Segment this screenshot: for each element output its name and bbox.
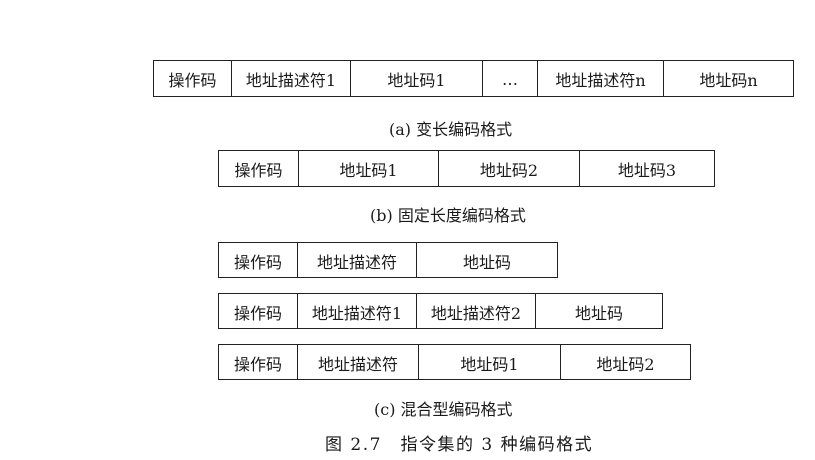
address-code-field: 地址码2 (439, 151, 580, 186)
address-descriptor-field: 地址描述符1 (232, 61, 351, 96)
hybrid-format-row-3: 操作码 地址描述符 地址码1 地址码2 (218, 344, 691, 380)
address-descriptor-field: 地址描述符1 (298, 294, 417, 328)
caption-variable-length: (a) 变长编码格式 (389, 120, 513, 139)
ellipsis-field: … (483, 61, 538, 96)
address-code-field: 地址码 (574, 303, 623, 323)
address-code-field: 地址码 (462, 252, 511, 272)
address-code-field: 地址码2 (596, 354, 655, 374)
caption-hybrid: (c) 混合型编码格式 (374, 400, 513, 419)
hybrid-format-row-2: 操作码 地址描述符1 地址描述符2 地址码 (218, 293, 663, 329)
address-code-field: 地址码1 (351, 61, 483, 96)
opcode-field: 操作码 (219, 345, 298, 379)
address-code-field: 地址码3 (617, 161, 677, 180)
address-descriptor-field: 地址描述符 (298, 345, 419, 379)
opcode-field: 操作码 (219, 151, 299, 186)
opcode-field: 操作码 (219, 294, 298, 328)
caption-fixed-length: (b) 固定长度编码格式 (370, 206, 526, 225)
address-descriptor-n-field: 地址描述符n (538, 61, 664, 96)
variable-length-format-row: 操作码 地址描述符1 地址码1 … 地址描述符n 地址码n (153, 60, 794, 97)
address-code-field: 地址码1 (419, 345, 561, 379)
address-code-n-field: 地址码n (699, 71, 758, 90)
hybrid-format-row-1: 操作码 地址描述符 地址码 (218, 242, 558, 278)
opcode-field: 操作码 (154, 61, 232, 96)
figure-caption: 图 2.7 指令集的 3 种编码格式 (325, 435, 594, 455)
address-code-field: 地址码1 (299, 151, 439, 186)
address-descriptor-field: 地址描述符2 (417, 294, 536, 328)
address-descriptor-field: 地址描述符 (298, 243, 417, 277)
opcode-field: 操作码 (219, 243, 298, 277)
fixed-length-format-row: 操作码 地址码1 地址码2 地址码3 (218, 150, 715, 187)
